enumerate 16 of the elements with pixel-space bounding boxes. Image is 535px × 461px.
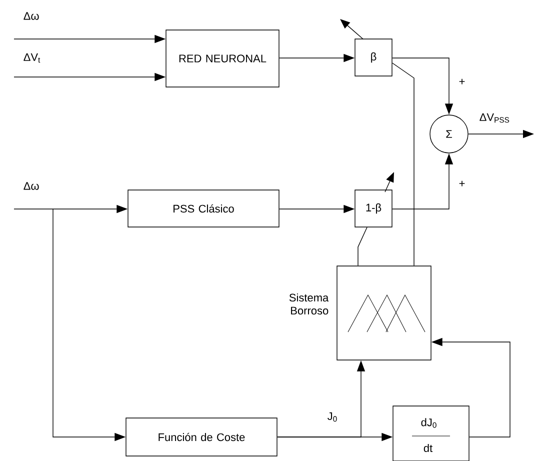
fuzzy-system-box: Sistema Borroso <box>289 266 432 360</box>
edge-label: Δω <box>24 12 39 20</box>
summing-junction: Σ <box>430 114 468 154</box>
edge-label: ΔV$_{PSS}$ <box>480 113 510 123</box>
block-box: 1-β <box>354 190 392 228</box>
edge-label: J$_{0}$ <box>328 412 337 422</box>
sign-label: + <box>459 180 465 186</box>
block-box: Función de Coste <box>126 418 278 456</box>
block-box: β <box>354 38 392 76</box>
block-box: RED NEURONAL <box>166 30 280 88</box>
derivative-box: dJ$_{0}$ dt <box>392 406 470 461</box>
block-box: PSS Clásico <box>128 190 280 228</box>
edge-label: ΔV$_{t}$ <box>24 53 40 63</box>
sign-label: + <box>459 78 465 84</box>
edge-label: Δω <box>24 182 39 190</box>
node-label: Sistema Borroso <box>289 293 329 315</box>
